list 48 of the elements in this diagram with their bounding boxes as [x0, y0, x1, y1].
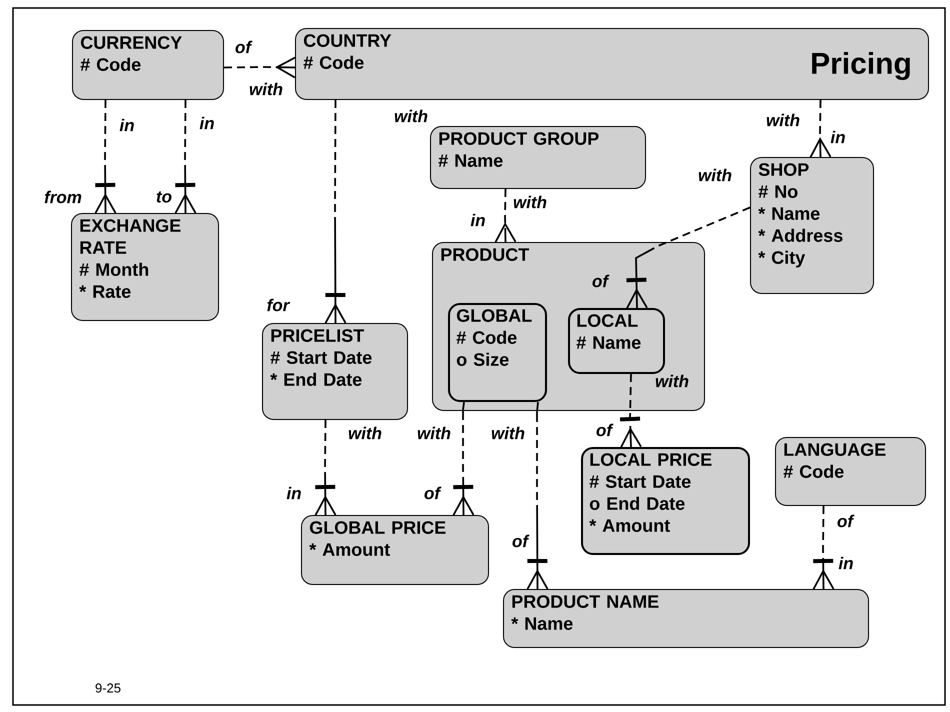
entity-box: PRODUCT GROUP # Name [430, 126, 646, 189]
role-label: of [592, 274, 610, 288]
relationship-line [224, 56, 296, 78]
role-label: of [596, 424, 614, 436]
entity-box: EXCHANGE RATE # Month * Rate [71, 213, 219, 321]
role-label: in [470, 214, 485, 226]
role-label: with [394, 110, 428, 122]
role-label: in [286, 486, 301, 500]
entity-box: CURRENCY # Code [72, 30, 224, 100]
entity-box: PRICELIST # Start Date * End Date [262, 323, 408, 420]
role-label: of [424, 486, 442, 500]
role-label: with [698, 168, 732, 182]
relationship-line [94, 100, 116, 214]
relationship-line [810, 100, 832, 158]
entity-box: SHOP # No * Name * Address * City [750, 157, 874, 294]
relationship-line [526, 402, 548, 590]
entity-box: PRODUCT NAME * Name [503, 589, 869, 648]
role-label: with [418, 426, 450, 440]
role-label: with [492, 426, 524, 440]
relationship-line [324, 100, 346, 324]
role-label: for [267, 298, 290, 312]
entity-box: LOCAL PRICE # Start Date o End Date * Amount [581, 447, 750, 555]
role-label: from [44, 190, 82, 204]
role-label: with [250, 82, 282, 96]
relationship-line [174, 100, 196, 214]
role-label: in [120, 118, 134, 132]
role-label: of [512, 534, 530, 548]
role-label: with [656, 374, 688, 388]
relationship-line [314, 420, 336, 516]
role-label: of [838, 514, 854, 528]
role-label: to [156, 191, 172, 203]
relationship-line [494, 188, 516, 243]
role-label: in [200, 116, 214, 130]
role-label: in [838, 556, 853, 570]
entity-box: GLOBAL PRICE * Amount [301, 515, 489, 585]
relationship-line [626, 206, 750, 309]
page-number: 9-25 [96, 683, 120, 693]
entity-box: LANGUAGE # Code [775, 437, 926, 506]
role-label: with [766, 114, 800, 126]
entity-box: GLOBAL # Code o Size [448, 303, 547, 402]
diagram-title: Pricing [812, 52, 910, 80]
relationship-line [452, 402, 474, 516]
entity-box: LOCAL # Name [568, 308, 665, 374]
role-label: in [830, 130, 845, 144]
relationship-line [812, 506, 834, 590]
role-label: with [514, 196, 546, 208]
relationship-line [620, 374, 642, 448]
role-label: of [236, 40, 252, 54]
